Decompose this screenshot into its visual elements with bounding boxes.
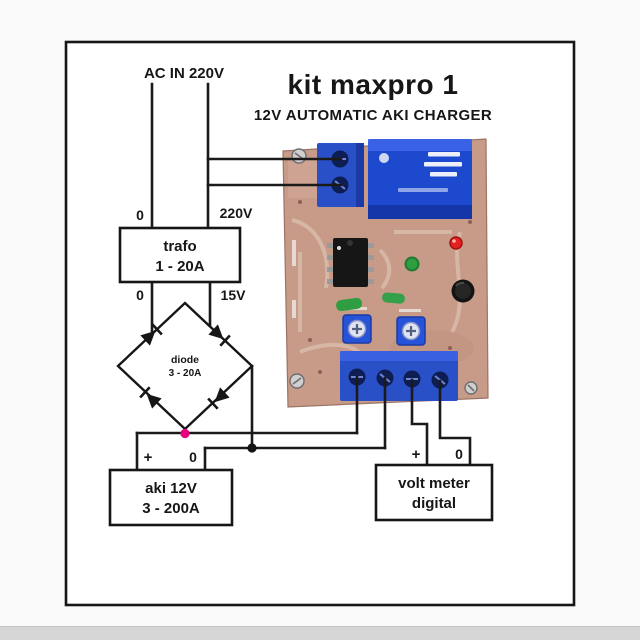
trimpot-right (396, 316, 426, 346)
battery-box (108, 468, 234, 527)
bridge-rating: 3 - 20A (169, 368, 202, 379)
meter-type: digital (412, 495, 456, 512)
pcb-photo (282, 138, 489, 408)
bridge-diode-3 (207, 387, 230, 410)
ic-chip (327, 238, 374, 287)
battery-name: aki 12V (145, 480, 197, 497)
trafo-terminal-220v: 220V (220, 205, 253, 221)
green-diode-component (336, 297, 363, 312)
red-led (449, 236, 463, 250)
bridge-diode-4 (139, 386, 162, 409)
meter-zero-label: 0 (455, 446, 463, 462)
wire-meter-plus (410, 378, 429, 467)
bridge-diode-1 (140, 323, 163, 346)
solder-joints (298, 200, 472, 374)
battery-plus-label: + (144, 449, 153, 466)
green-led (404, 256, 420, 272)
trafo-box (118, 226, 242, 284)
bridge-name: diode (171, 354, 199, 366)
relay (368, 139, 472, 219)
page-subtitle: 12V AUTOMATIC AKI CHARGER (254, 107, 492, 124)
bridge-diode-2 (208, 324, 231, 347)
wire-meter-zero (438, 379, 472, 467)
trafo-terminal-0-bottom: 0 (136, 287, 144, 303)
volt-meter-box (374, 463, 494, 522)
meter-name: volt meter (398, 475, 470, 492)
trafo-rating: 1 - 20A (155, 258, 204, 275)
photo-footer-bar (0, 626, 640, 640)
trafo-name: trafo (163, 238, 196, 255)
trafo-terminal-15v: 15V (221, 287, 247, 303)
page-title: kit maxpro 1 (288, 69, 459, 100)
terminal-block-ac (317, 143, 364, 207)
trimpot-left (342, 314, 372, 344)
meter-plus-label: + (412, 446, 421, 463)
trafo-terminal-0-top: 0 (136, 207, 144, 223)
green-resistor-component (382, 292, 405, 304)
ac-in-label: AC IN 220V (144, 65, 224, 82)
battery-zero-label: 0 (189, 449, 197, 465)
junction-dot-black (247, 443, 257, 453)
battery-rating: 3 - 200A (142, 500, 200, 517)
capacitor (451, 279, 475, 303)
junction-dot-pink (180, 428, 190, 439)
wires (135, 82, 472, 472)
relay-markings (379, 152, 462, 192)
